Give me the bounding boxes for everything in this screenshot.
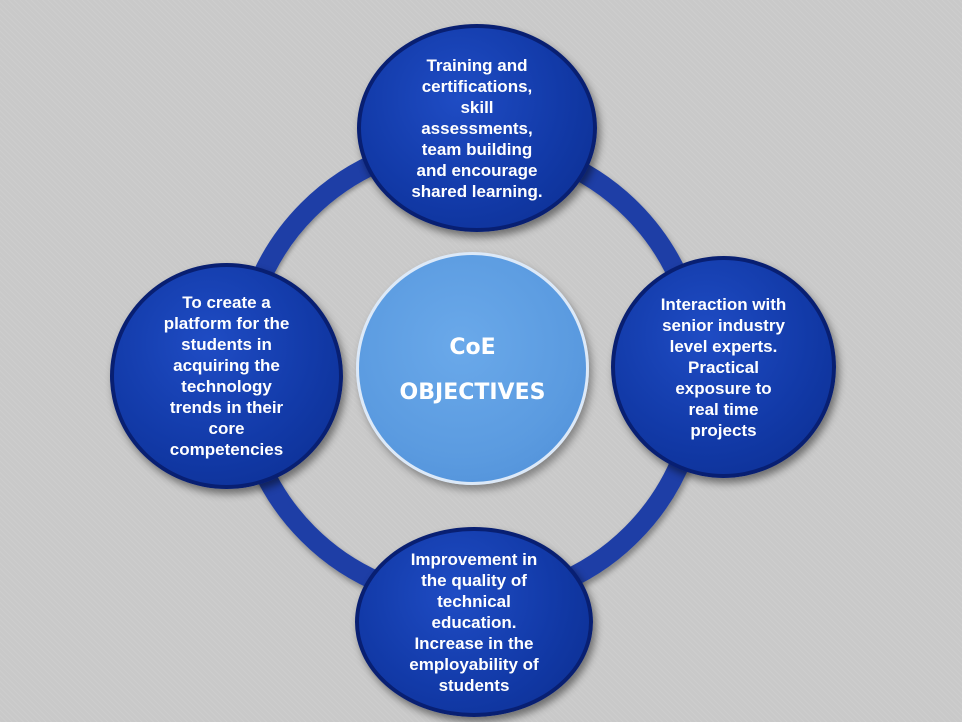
center-circle: CoE OBJECTIVES <box>356 252 589 485</box>
objective-text-improvement: Improvement in the quality of technical … <box>409 549 539 695</box>
center-title-coe: CoE <box>449 335 496 360</box>
objective-circle-bottom: Improvement in the quality of technical … <box>355 527 593 717</box>
objective-circle-left: To create a platform for the students in… <box>110 263 343 489</box>
objective-text-training: Training and certifications, skill asses… <box>411 55 543 201</box>
objective-circle-right: Interaction with senior industry level e… <box>611 256 836 478</box>
objective-text-platform: To create a platform for the students in… <box>163 293 290 459</box>
objective-text-interaction: Interaction with senior industry level e… <box>660 294 787 440</box>
objective-circle-top: Training and certifications, skill asses… <box>357 24 597 232</box>
center-title-objectives: OBJECTIVES <box>399 380 546 405</box>
